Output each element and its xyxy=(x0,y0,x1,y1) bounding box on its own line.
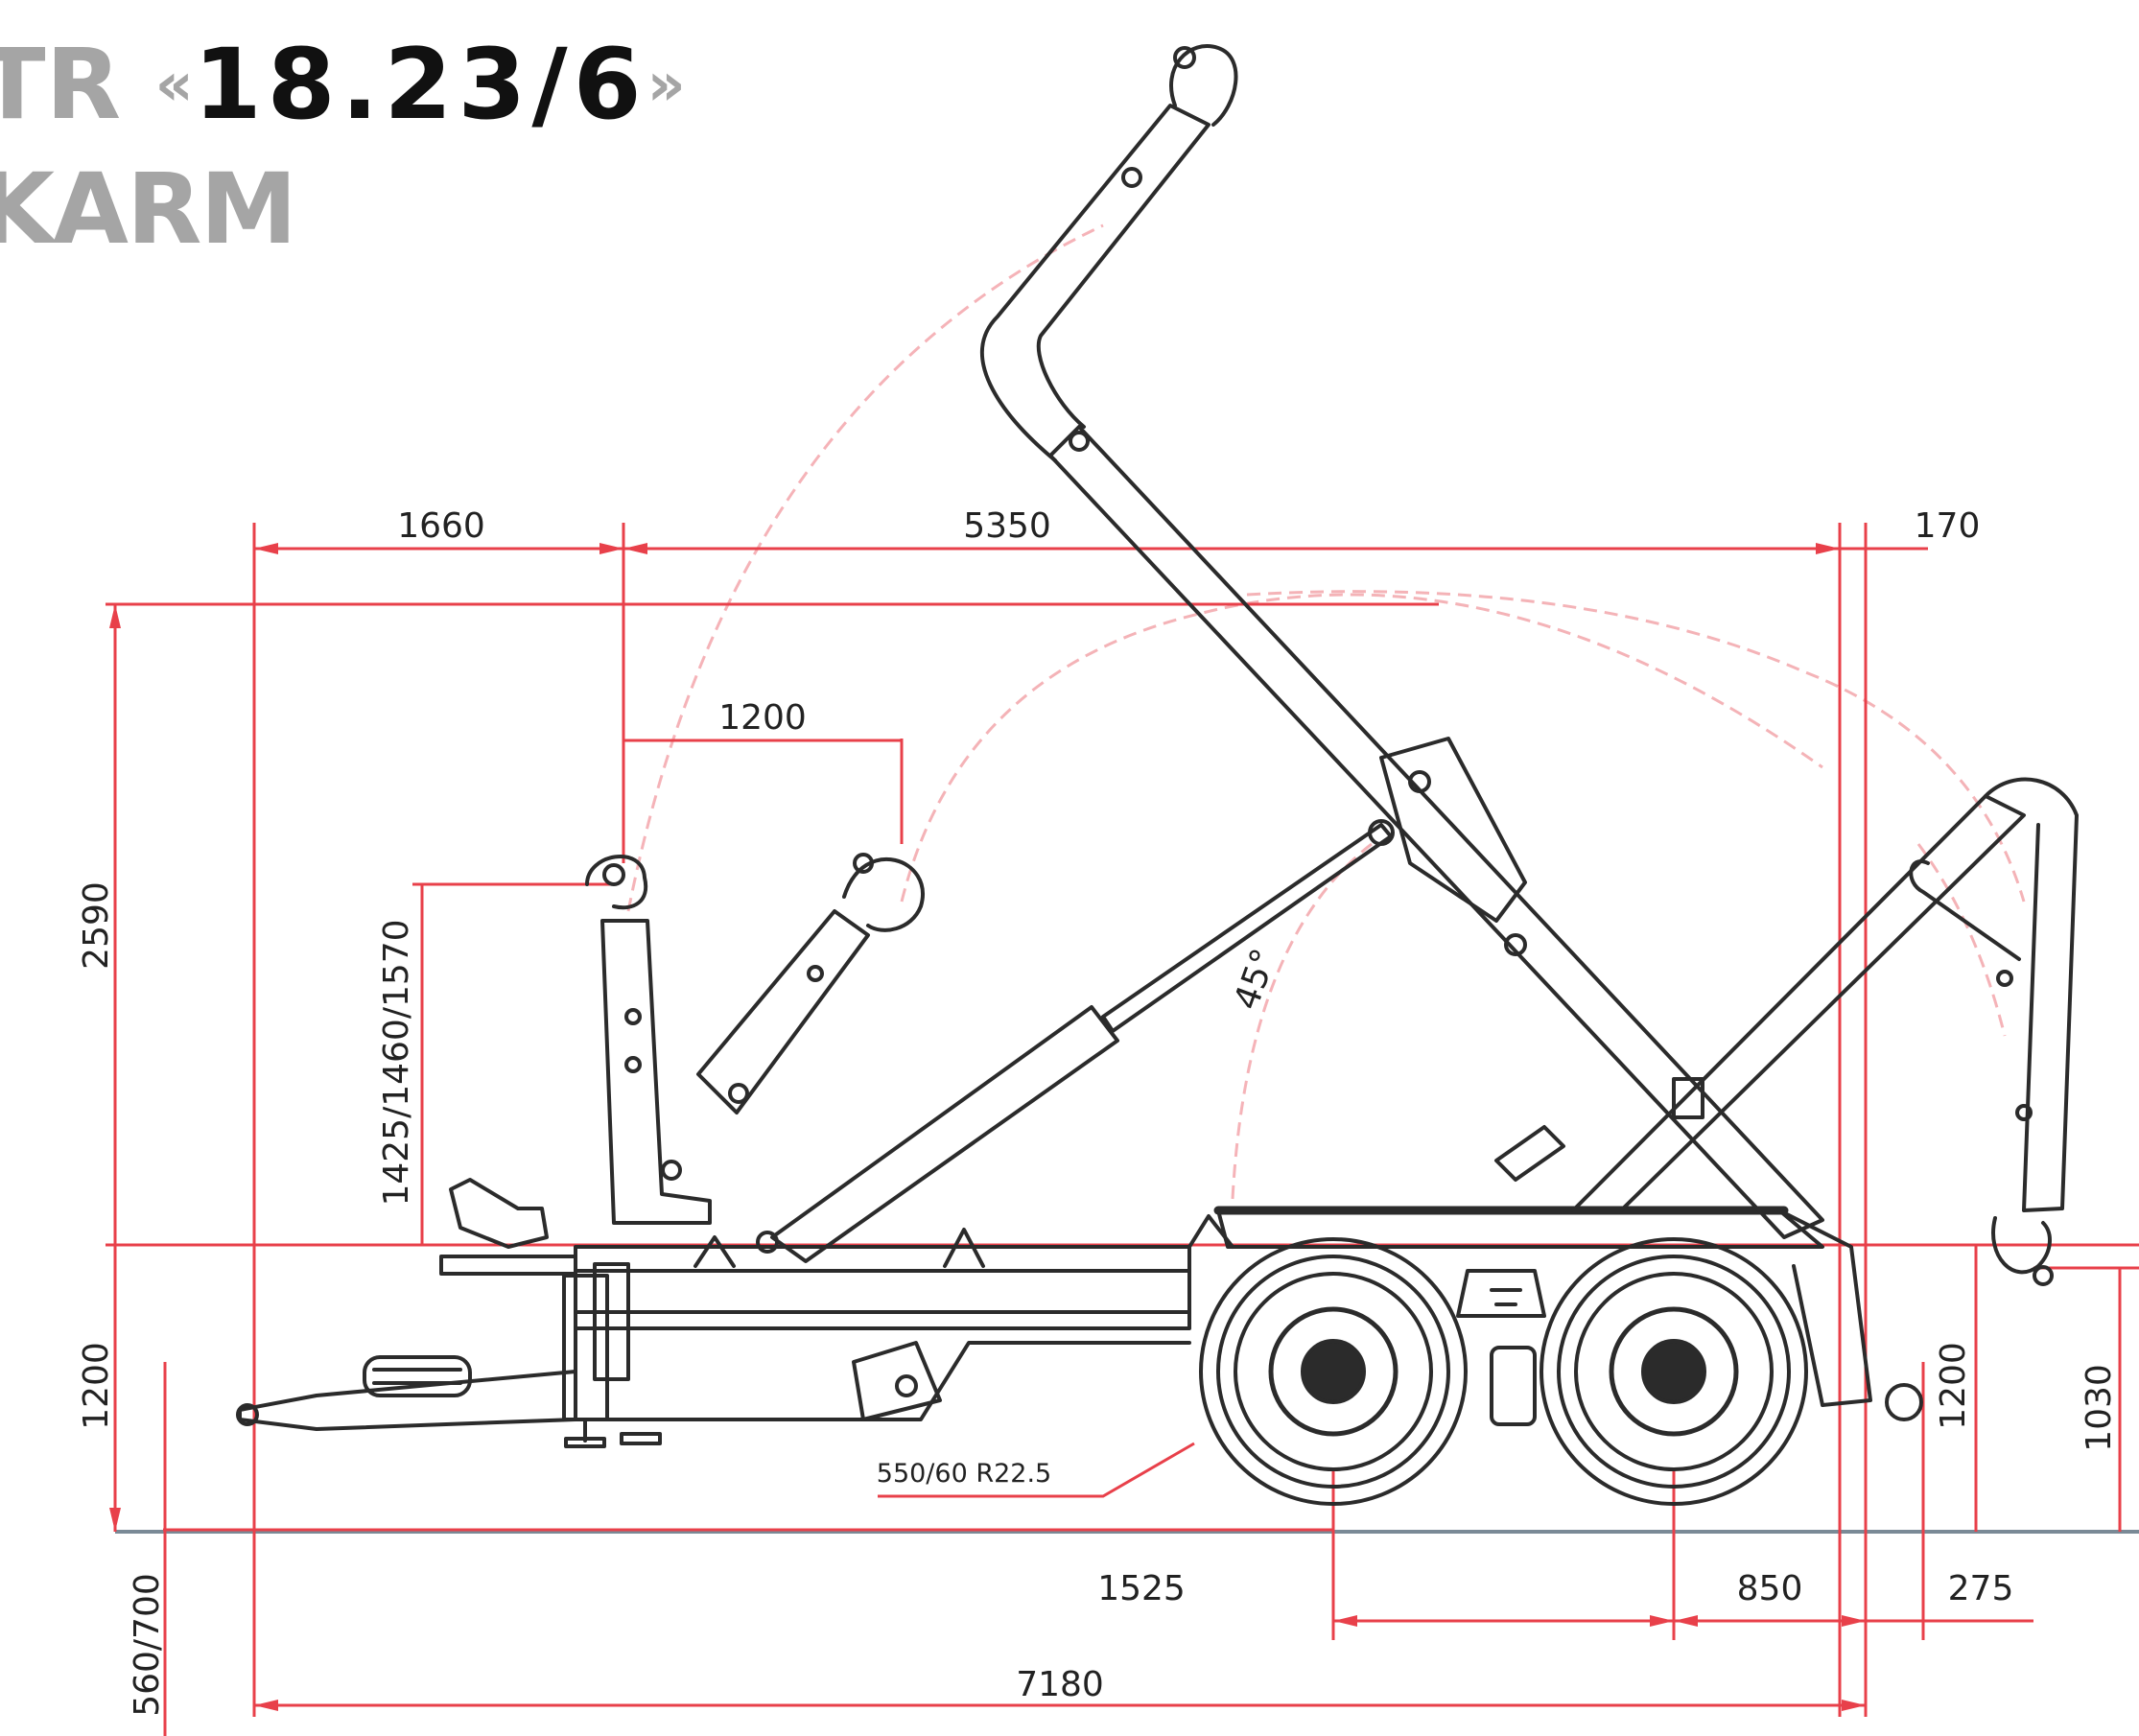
bracket-plate xyxy=(852,1341,942,1421)
drawbar xyxy=(238,1370,577,1431)
title-prefix: TR xyxy=(0,28,122,142)
hook-arm-extended xyxy=(979,44,1824,1239)
trailer-outline xyxy=(236,44,2079,1506)
label-2590: 2590 xyxy=(77,881,116,970)
label-1660: 1660 xyxy=(397,506,485,546)
label-560: 560/700 xyxy=(128,1573,167,1717)
label-1200-right: 1200 xyxy=(1934,1342,1973,1430)
label-angle: 45° xyxy=(1227,944,1284,1015)
label-1030: 1030 xyxy=(2080,1364,2119,1452)
label-275: 275 xyxy=(1948,1569,2014,1608)
label-tyre: 550/60 R22.5 xyxy=(877,1459,1051,1489)
hook-arm-tipped xyxy=(1494,777,2079,1286)
hook-arc-mid xyxy=(900,593,1823,903)
label-1525: 1525 xyxy=(1097,1569,1186,1608)
tyre-leader xyxy=(878,1442,1195,1498)
main-frame xyxy=(574,1245,1191,1330)
model-subtitle: KARM xyxy=(0,152,297,267)
container-guide-2 xyxy=(943,1228,985,1268)
title-open-quote: « xyxy=(154,49,194,119)
hook-arm-mid xyxy=(696,853,925,1114)
hook-arc-right xyxy=(1246,590,2026,903)
support-leg xyxy=(562,1274,609,1421)
label-170: 170 xyxy=(1915,506,1981,546)
label-850: 850 xyxy=(1737,1569,1803,1608)
label-1425: 1425/1460/1570 xyxy=(377,919,416,1206)
label-1200-left: 1200 xyxy=(77,1342,116,1430)
label-1200-top: 1200 xyxy=(718,698,807,738)
lower-frame xyxy=(574,1326,1191,1421)
suspension-bag xyxy=(1490,1346,1537,1426)
label-7180: 7180 xyxy=(1016,1665,1104,1704)
spare-tool-box xyxy=(363,1355,472,1397)
label-5350: 5350 xyxy=(963,506,1051,546)
model-title: TR «18.23/6» xyxy=(0,36,686,134)
title-close-quote: » xyxy=(646,49,686,119)
hook-arc-end xyxy=(1916,843,2007,1037)
title-model-number: 18.23/6 xyxy=(193,28,647,142)
rear-roller xyxy=(1885,1383,1923,1421)
hydraulic-cylinder xyxy=(770,819,1395,1263)
rear-mechanism xyxy=(1777,1208,1872,1407)
hook-arc-outer xyxy=(626,223,1104,912)
dimension-ticks xyxy=(109,543,1866,1711)
towing-eye xyxy=(236,1403,259,1426)
wheel-front xyxy=(1199,1237,1468,1506)
axle-hanger xyxy=(1456,1269,1546,1318)
hook-arm-transport xyxy=(585,855,712,1225)
reach-arcs xyxy=(626,223,2026,1200)
container-guide-1 xyxy=(693,1235,736,1268)
operator-control xyxy=(449,1178,549,1249)
wheel-rear xyxy=(1540,1237,1808,1506)
dimension-labels: 1660 5350 170 1200 1525 850 275 7180 550… xyxy=(77,506,2119,1717)
